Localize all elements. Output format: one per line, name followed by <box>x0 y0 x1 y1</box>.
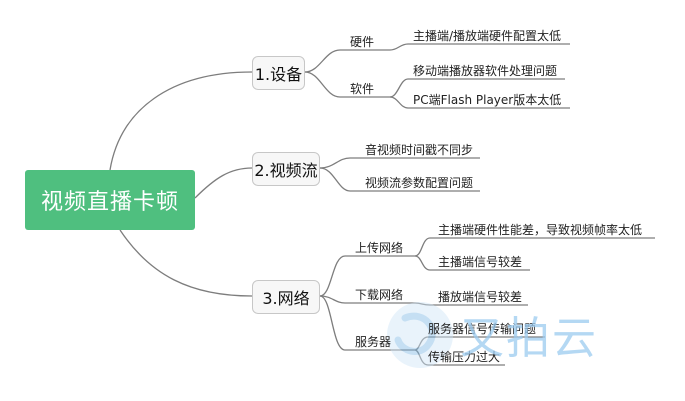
watermark-logo <box>387 302 453 368</box>
leaf-server-2: 传输压力过大 <box>428 350 501 364</box>
connector-sw-item1 <box>389 78 565 98</box>
connector-root-device <box>109 71 253 171</box>
leaf-software-2: PC端Flash Player版本太低 <box>413 93 562 107</box>
connector-root-network <box>119 229 253 297</box>
label-upload: 上传网络 <box>355 241 404 255</box>
connector-stream-item1 <box>319 157 480 169</box>
root-node: 视频直播卡顿 <box>25 170 195 230</box>
leaf-upload-2: 主播端信号较差 <box>438 255 523 269</box>
connector-net-server <box>319 295 415 351</box>
leaf-hardware-1: 主播端/播放端硬件配置太低 <box>413 29 562 43</box>
connector-root-stream <box>194 167 253 199</box>
connector-upload-item2 <box>414 255 530 271</box>
connector-download-item1 <box>414 302 528 306</box>
connector-server-item2 <box>414 349 505 366</box>
leaf-server-1: 服务器信号传输问题 <box>428 322 537 336</box>
connector-stream-item2 <box>319 167 480 192</box>
leaf-download-1: 播放端信号较差 <box>438 290 523 304</box>
connector-sw-item2 <box>389 96 570 109</box>
leaf-stream-1: 音视频时间戳不同步 <box>365 143 474 157</box>
connector-net-upload <box>319 255 415 297</box>
label-server: 服务器 <box>355 335 392 349</box>
leaf-software-1: 移动端播放器软件处理问题 <box>413 64 558 78</box>
watermark-text: 又拍云 <box>460 313 598 364</box>
connector-server-item1 <box>414 336 545 351</box>
connector-hw-item <box>389 43 570 51</box>
node-network: 3.网络 <box>252 280 320 314</box>
connector-device-sw <box>304 71 390 98</box>
label-download: 下载网络 <box>355 288 404 302</box>
node-device: 1.设备 <box>252 56 305 90</box>
connector-net-download <box>319 295 415 304</box>
leaf-stream-2: 视频流参数配置问题 <box>365 176 474 190</box>
label-software: 软件 <box>350 82 375 96</box>
leaf-upload-1: 主播端硬件性能差，导致视频帧率太低 <box>438 223 643 237</box>
connector-device-hw <box>304 49 390 73</box>
label-hardware: 硬件 <box>350 35 375 49</box>
node-stream: 2.视频流 <box>252 152 320 186</box>
connector-upload-item1 <box>414 237 655 257</box>
